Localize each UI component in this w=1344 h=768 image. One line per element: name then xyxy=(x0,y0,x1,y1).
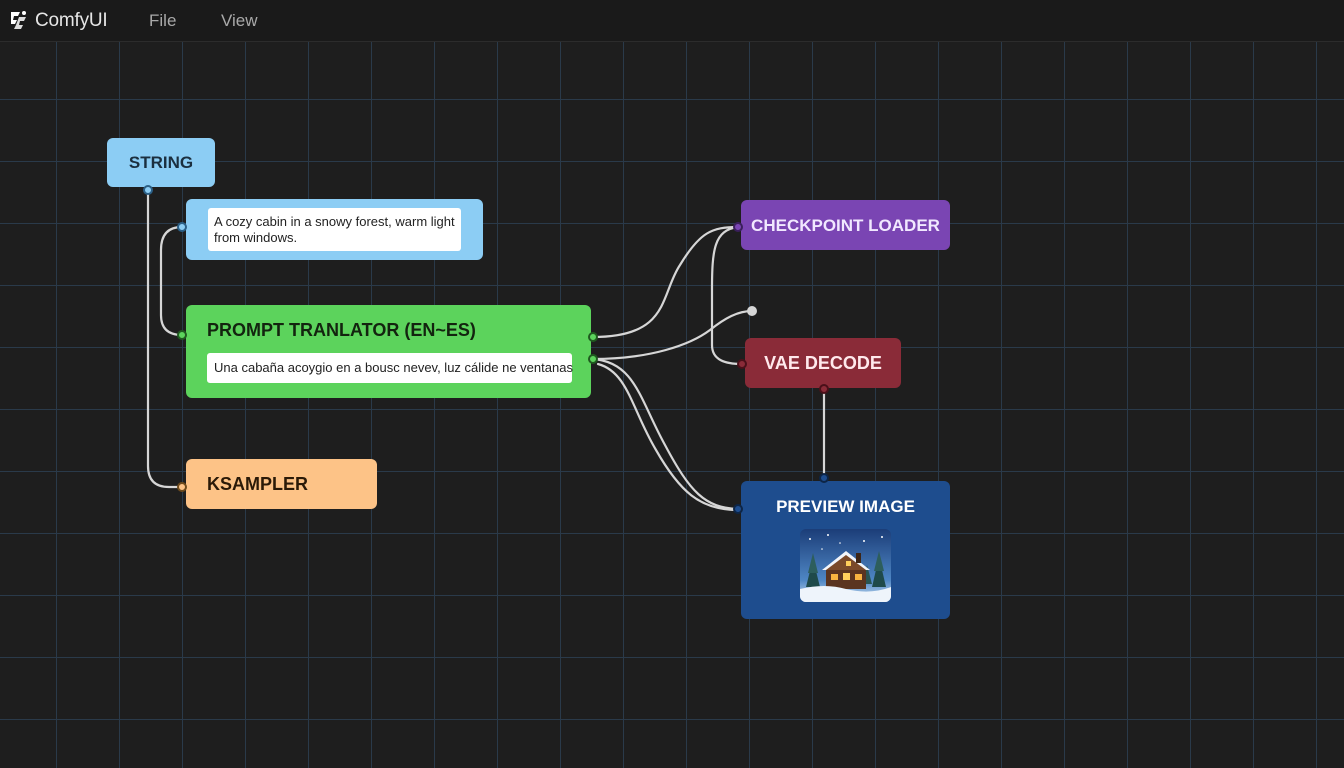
node-ksampler[interactable]: KSAMPLER xyxy=(186,459,377,509)
port-translator-output-2[interactable] xyxy=(588,354,598,364)
snowy-cabin-image xyxy=(800,529,891,602)
node-checkpoint-title: CHECKPOINT LOADER xyxy=(751,216,940,235)
port-translator-input[interactable] xyxy=(177,330,187,340)
string-text-field[interactable]: A cozy cabin in a snowy forest, warm lig… xyxy=(208,208,461,251)
port-string-widget-input[interactable] xyxy=(177,222,187,232)
node-preview-image[interactable]: PREVIEW IMAGE xyxy=(741,481,950,619)
node-ksampler-title: KSAMPLER xyxy=(207,474,309,494)
menu-bar: ComfyUI File View xyxy=(0,0,1344,42)
node-vae-title: VAE DECODE xyxy=(764,353,882,373)
port-preview-top-input[interactable] xyxy=(819,473,829,483)
port-vae-input[interactable] xyxy=(737,359,747,369)
preview-thumbnail[interactable] xyxy=(800,529,891,602)
node-string[interactable]: STRING xyxy=(107,138,215,187)
port-ksampler-input[interactable] xyxy=(177,482,187,492)
node-vae-decode[interactable]: VAE DECODE xyxy=(745,338,901,388)
port-vae-output[interactable] xyxy=(819,384,829,394)
comfyui-logo-icon[interactable] xyxy=(7,9,29,31)
node-prompt-translator[interactable]: PROMPT TRANLATOR (EN~ES) Una cabaña acoy… xyxy=(186,305,591,398)
port-translator-output-1[interactable] xyxy=(588,332,598,342)
node-checkpoint-loader[interactable]: CHECKPOINT LOADER xyxy=(741,200,950,250)
port-preview-input[interactable] xyxy=(733,504,743,514)
app-brand: ComfyUI xyxy=(35,10,108,31)
port-checkpoint-output[interactable] xyxy=(733,222,743,232)
node-string-text-widget[interactable]: A cozy cabin in a snowy forest, warm lig… xyxy=(186,199,483,260)
port-string-output[interactable] xyxy=(143,185,153,195)
node-preview-title: PREVIEW IMAGE xyxy=(776,497,915,516)
node-translator-title: PROMPT TRANLATOR (EN~ES) xyxy=(207,320,476,340)
menu-view[interactable]: View xyxy=(221,11,258,30)
translator-output-field[interactable]: Una cabaña acoygio en a bousc nevev, luz… xyxy=(207,353,573,383)
menu-file[interactable]: File xyxy=(149,11,177,30)
node-string-title: STRING xyxy=(128,153,194,172)
